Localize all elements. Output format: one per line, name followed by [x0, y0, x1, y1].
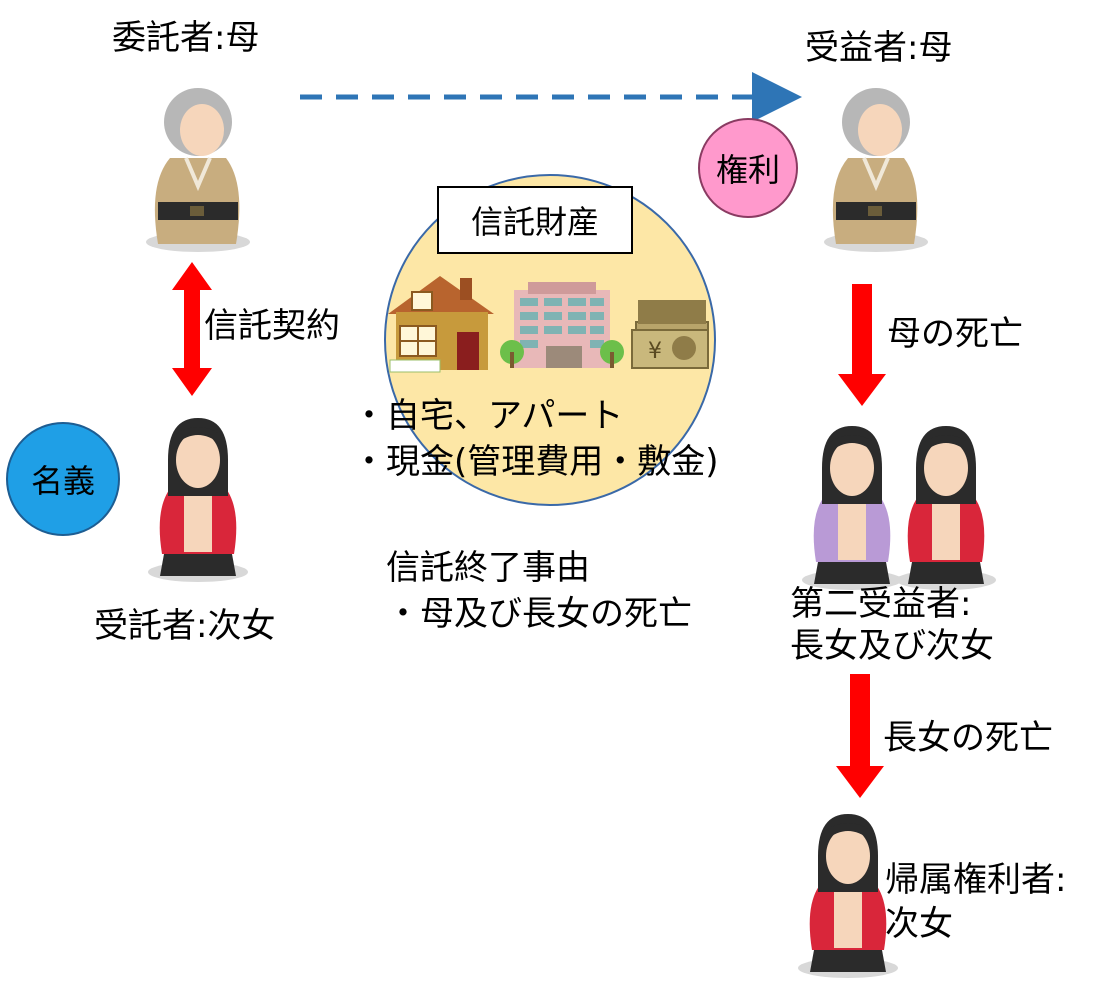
eldest-death-arrow	[836, 674, 884, 798]
mother-death-arrow	[838, 284, 886, 406]
trust-property-title: 信託財産	[470, 203, 599, 241]
eldest-daughter-figure	[772, 412, 922, 592]
termination-heading: 信託終了事由	[386, 548, 590, 588]
eldest-death-label: 長女の死亡	[883, 718, 1053, 758]
second-beneficiary-label-line1: 第二受益者:	[790, 584, 972, 624]
vested-holder-label-line2: 次女	[885, 904, 953, 944]
vested-holder-label-line1: 帰属権利者:	[885, 860, 1067, 900]
rights-badge-text: 権利	[715, 151, 780, 189]
title-badge-text: 名義	[30, 462, 95, 500]
vested-holder-second-daughter-figure	[768, 800, 918, 980]
property-item-2: ・現金(管理費用・敷金)	[352, 442, 719, 482]
property-item-1: ・自宅、アパート	[352, 396, 624, 436]
trustee-second-daughter-figure	[118, 404, 268, 584]
second-beneficiary-label-line2: 長女及び次女	[790, 626, 994, 666]
trust-property-title-box: 信託財産	[437, 186, 633, 254]
rights-badge: 権利	[698, 118, 798, 218]
trust-contract-arrow	[172, 262, 212, 396]
settlor-label: 委託者:母	[112, 18, 260, 58]
apartment-icon	[500, 282, 624, 368]
title-badge: 名義	[6, 422, 120, 536]
second-daughter-figure	[866, 412, 1016, 592]
termination-item-1: ・母及び長女の死亡	[386, 594, 692, 634]
house-icon	[388, 276, 494, 373]
beneficiary-label: 受益者:母	[805, 28, 953, 68]
beneficiary-mother-figure	[796, 74, 946, 254]
cash-icon: ¥	[631, 300, 709, 369]
trustee-label: 受託者:次女	[94, 606, 276, 646]
svg-text:¥: ¥	[648, 339, 662, 364]
mother-death-label: 母の死亡	[887, 314, 1023, 354]
settlor-mother-figure	[118, 74, 268, 254]
trust-contract-label: 信託契約	[204, 306, 340, 346]
